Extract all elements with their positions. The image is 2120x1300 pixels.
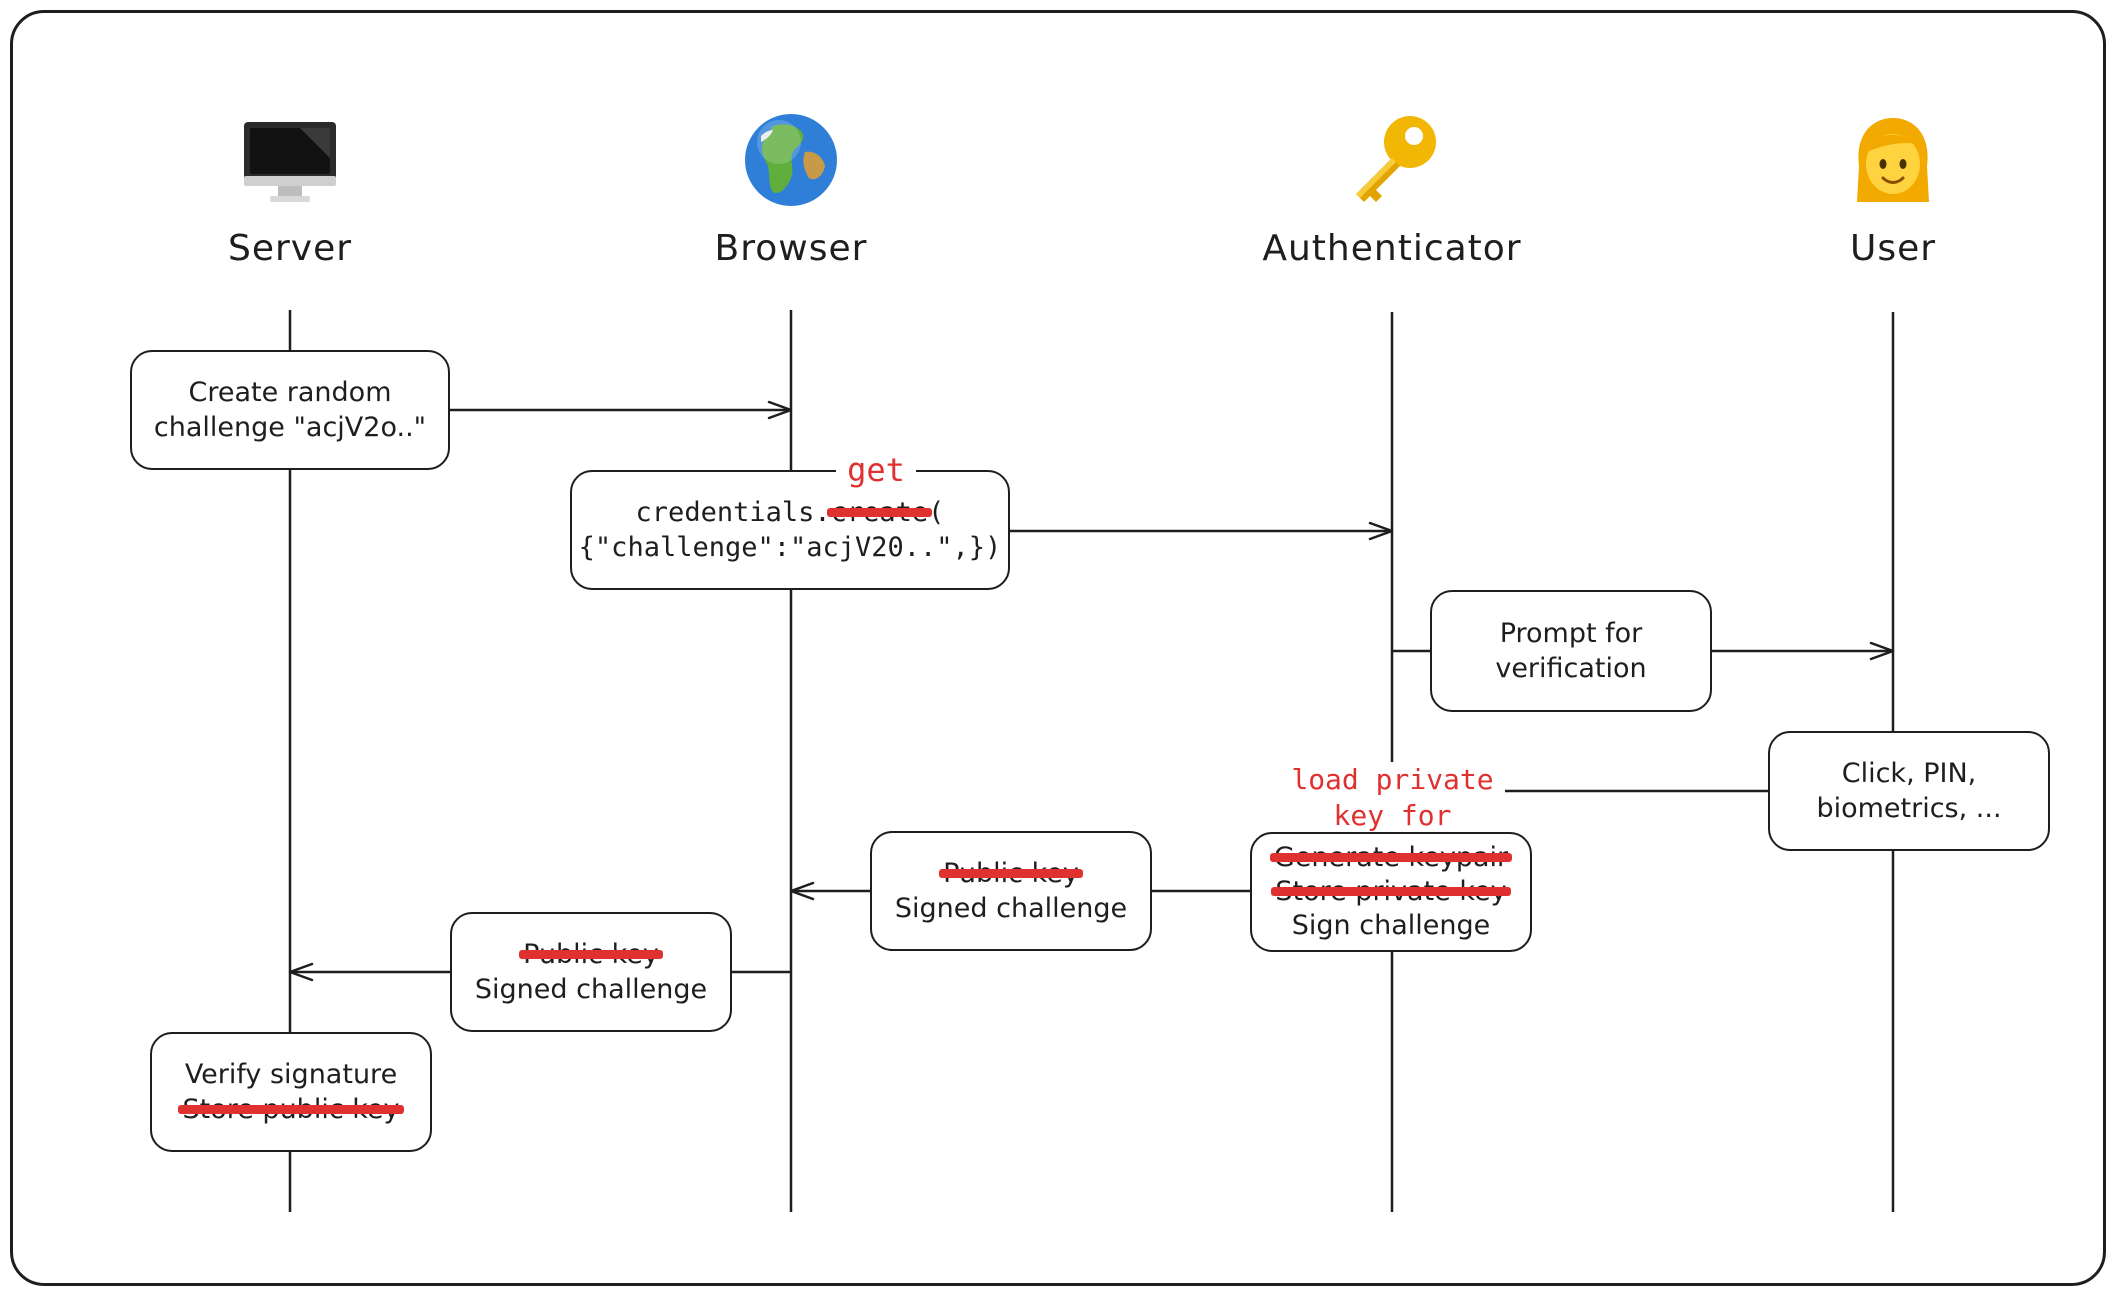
code-line: {"challenge":"acjV20..",}) (578, 532, 1002, 563)
globe-icon (745, 114, 837, 206)
step-credentials-call: credentials.create( {"challenge":"acjV20… (570, 470, 1010, 590)
replacement-method-note: get (836, 451, 916, 489)
struck-text: Public key (519, 939, 663, 970)
note-text: load private (1291, 763, 1494, 796)
actor-server: Server (190, 118, 390, 269)
step-text: Click, PIN, (1841, 758, 1977, 789)
code-text: ( (928, 497, 945, 528)
actor-label: Browser (714, 228, 868, 269)
step-text: Sign challenge (1291, 910, 1491, 941)
step-text: Verify signature (184, 1059, 398, 1090)
step-verify-signature: Verify signature Store public key (150, 1032, 432, 1152)
step-text: challenge "acjV2o.." (153, 412, 427, 443)
struck-text: Store private key (1271, 876, 1511, 907)
struck-text: Public key (939, 858, 1083, 889)
step-text: biometrics, ... (1816, 793, 2002, 824)
actor-label: Authenticator (1262, 228, 1522, 269)
key-icon (1356, 116, 1436, 202)
struck-text: Store public key (178, 1094, 404, 1125)
step-text: Signed challenge (894, 893, 1128, 924)
step-user-action: Click, PIN, biometrics, ... (1768, 731, 2050, 851)
monitor-icon (244, 122, 336, 202)
actor-browser: Browser (691, 112, 891, 269)
step-prompt-verification: Prompt for verification (1430, 590, 1712, 712)
step-text: Prompt for (1499, 618, 1643, 649)
step-text: Signed challenge (474, 974, 708, 1005)
step-create-challenge: Create random challenge "acjV2o.." (130, 350, 450, 470)
code-line: credentials.create( (636, 495, 945, 530)
step-sign-challenge: Generate keypair Store private key Sign … (1250, 832, 1532, 952)
woman-icon (1857, 118, 1929, 202)
code-text: credentials. (635, 497, 831, 528)
message-signed-challenge-to-browser: Public key Signed challenge (870, 831, 1152, 951)
message-signed-challenge-to-server: Public key Signed challenge (450, 912, 732, 1032)
actor-user: User (1793, 112, 1993, 269)
actor-label: Server (227, 228, 353, 269)
struck-method: create (826, 497, 932, 528)
actor-authenticator: Authenticator (1242, 112, 1542, 269)
step-text: Create random (188, 377, 392, 408)
actor-label: User (1849, 228, 1937, 269)
struck-text: Generate keypair (1269, 842, 1513, 873)
step-text: verification (1495, 653, 1647, 684)
